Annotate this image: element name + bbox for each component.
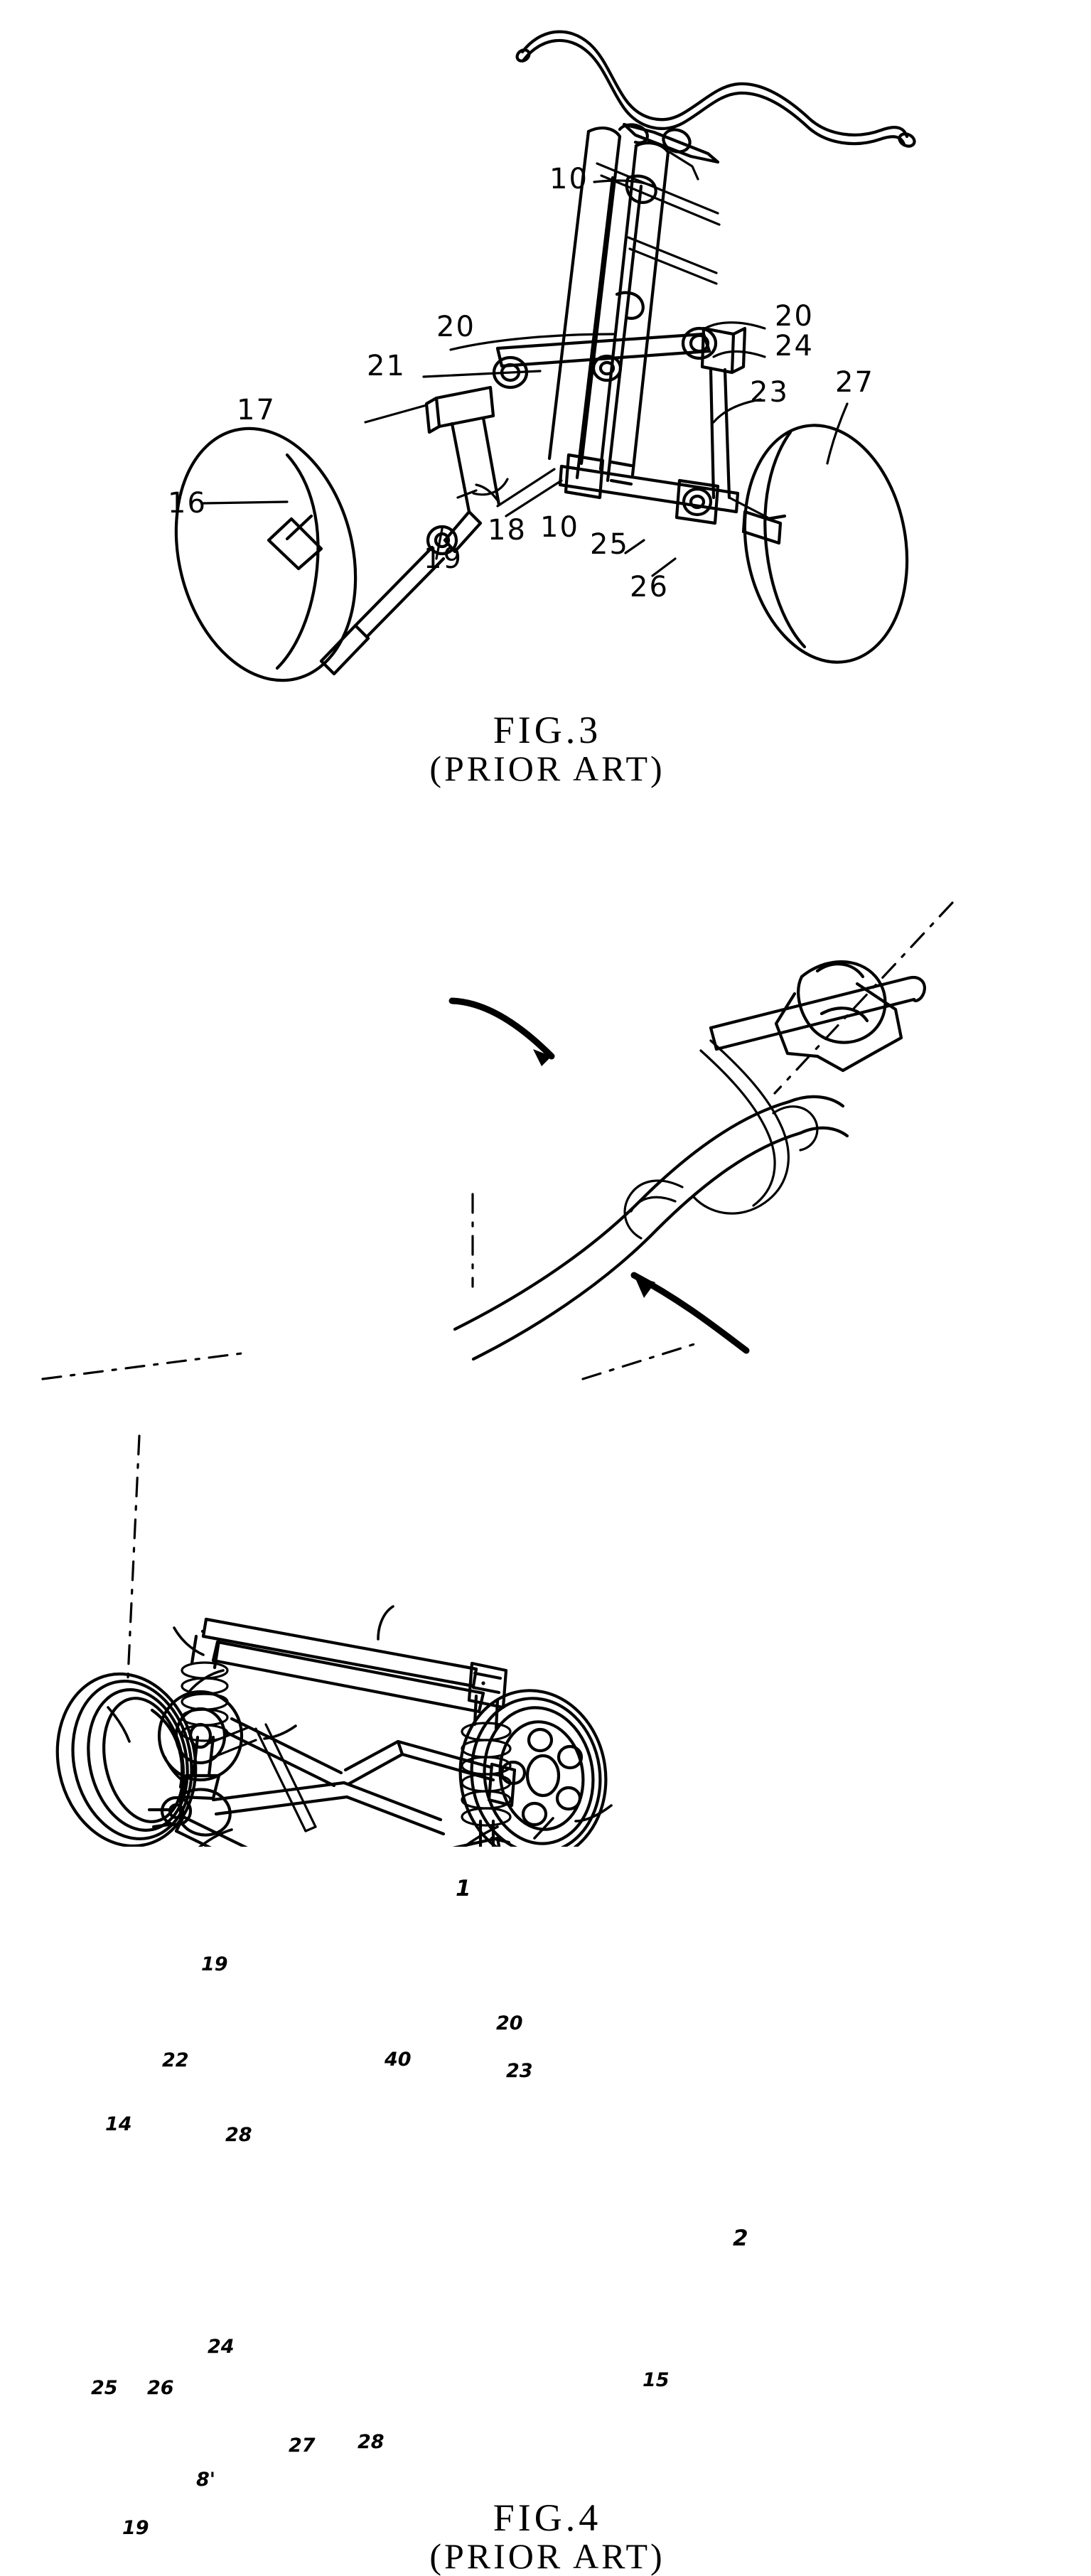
left-wheel (174, 426, 358, 682)
ref-numeral: 28 (358, 2431, 385, 2453)
column-support-rails (596, 151, 721, 285)
ref-numeral: 25 (91, 2377, 118, 2399)
upper-control-arm (492, 326, 718, 390)
ref-numeral: 24 (208, 2336, 235, 2358)
right-wheel (743, 424, 909, 664)
figure-4-drawing (41, 901, 954, 1847)
figure-4-caption: FIG.4 (PRIOR ART) (384, 2496, 711, 2576)
lower-control-arm-left (353, 510, 483, 639)
callout-arrows (481, 1681, 485, 1685)
figure-3: 10 20 21 17 20 24 23 27 16 19 18 10 25 2… (0, 0, 1091, 825)
left-wheel-spindle (267, 514, 370, 676)
ref-numeral: 27 (289, 2435, 316, 2457)
ref-numeral: 19 (424, 542, 463, 575)
right-wheel (458, 1689, 608, 1847)
leader-lines (107, 1605, 613, 1847)
ref-numeral: 20 (436, 311, 475, 343)
ref-numeral: 26 (630, 571, 669, 603)
figure-3-caption-main: FIG.3 (493, 709, 602, 751)
figure-4-caption-main: FIG.4 (493, 2496, 602, 2539)
ref-numeral: 21 (367, 350, 406, 382)
ref-numeral: 10 (540, 511, 579, 544)
ref-numeral: 18 (488, 514, 527, 547)
ref-numeral: 8' (196, 2469, 216, 2491)
column-knob (615, 128, 692, 320)
ref-numeral: 27 (835, 366, 874, 399)
ref-numeral: 25 (590, 528, 629, 561)
lower-a-arm-left (174, 1815, 248, 1847)
lower-frame-members (496, 468, 769, 519)
ref-numeral: 14 (105, 2113, 132, 2135)
ref-numeral: 19 (201, 1953, 228, 1975)
figure-3-caption-sub: (PRIOR ART) (429, 748, 665, 789)
left-knuckle (147, 1788, 232, 1837)
ref-numeral: 16 (168, 487, 207, 520)
callout-arrow-1 (448, 997, 555, 1066)
steering-column-tubes (547, 127, 670, 483)
ref-numeral: 17 (237, 394, 276, 426)
ref-numeral: 23 (750, 376, 789, 409)
ref-numeral: 20 (775, 300, 814, 333)
ref-numeral: 2 (733, 2226, 748, 2251)
ref-numeral: 15 (643, 2369, 670, 2391)
right-wheel-axle (741, 510, 787, 545)
leader-lines (202, 179, 849, 577)
lower-cross-member (558, 453, 740, 525)
ref-numeral: 19 (122, 2517, 149, 2539)
figure-4-caption-sub: (PRIOR ART) (429, 2536, 665, 2576)
main-frame-top-tube (200, 1629, 485, 1714)
ref-numeral: 10 (549, 163, 589, 195)
figure-4: 19 1 20 22 40 23 14 28 2 24 25 26 15 27 … (0, 889, 1091, 2575)
handlebar-tube (709, 976, 926, 1051)
main-frame-top-tube-upper (201, 1617, 478, 1688)
cable-loops (623, 1039, 819, 1240)
subframe-struts (205, 1723, 317, 1832)
figure-3-drawing (174, 30, 916, 682)
ref-numeral: 20 (496, 2012, 523, 2034)
figure-3-caption: FIG.3 (PRIOR ART) (384, 709, 711, 789)
ref-numeral: 40 (385, 2049, 412, 2071)
ref-numeral: 24 (775, 330, 814, 363)
ref-numeral: 23 (506, 2060, 533, 2082)
ref-numeral: 28 (225, 2124, 252, 2146)
ref-numeral: 1 (456, 1876, 471, 1901)
ref-numeral: 22 (162, 2049, 189, 2071)
knuckle-detail (456, 478, 509, 499)
handlebar-assembly (515, 30, 916, 148)
frame-lower-members (211, 1717, 495, 1836)
axis-centerlines (41, 901, 954, 1679)
callout-arrow-2 (630, 1272, 750, 1354)
right-knuckle-bracket (700, 326, 747, 500)
right-knuckle (487, 1762, 517, 1845)
ref-numeral: 26 (147, 2377, 174, 2399)
